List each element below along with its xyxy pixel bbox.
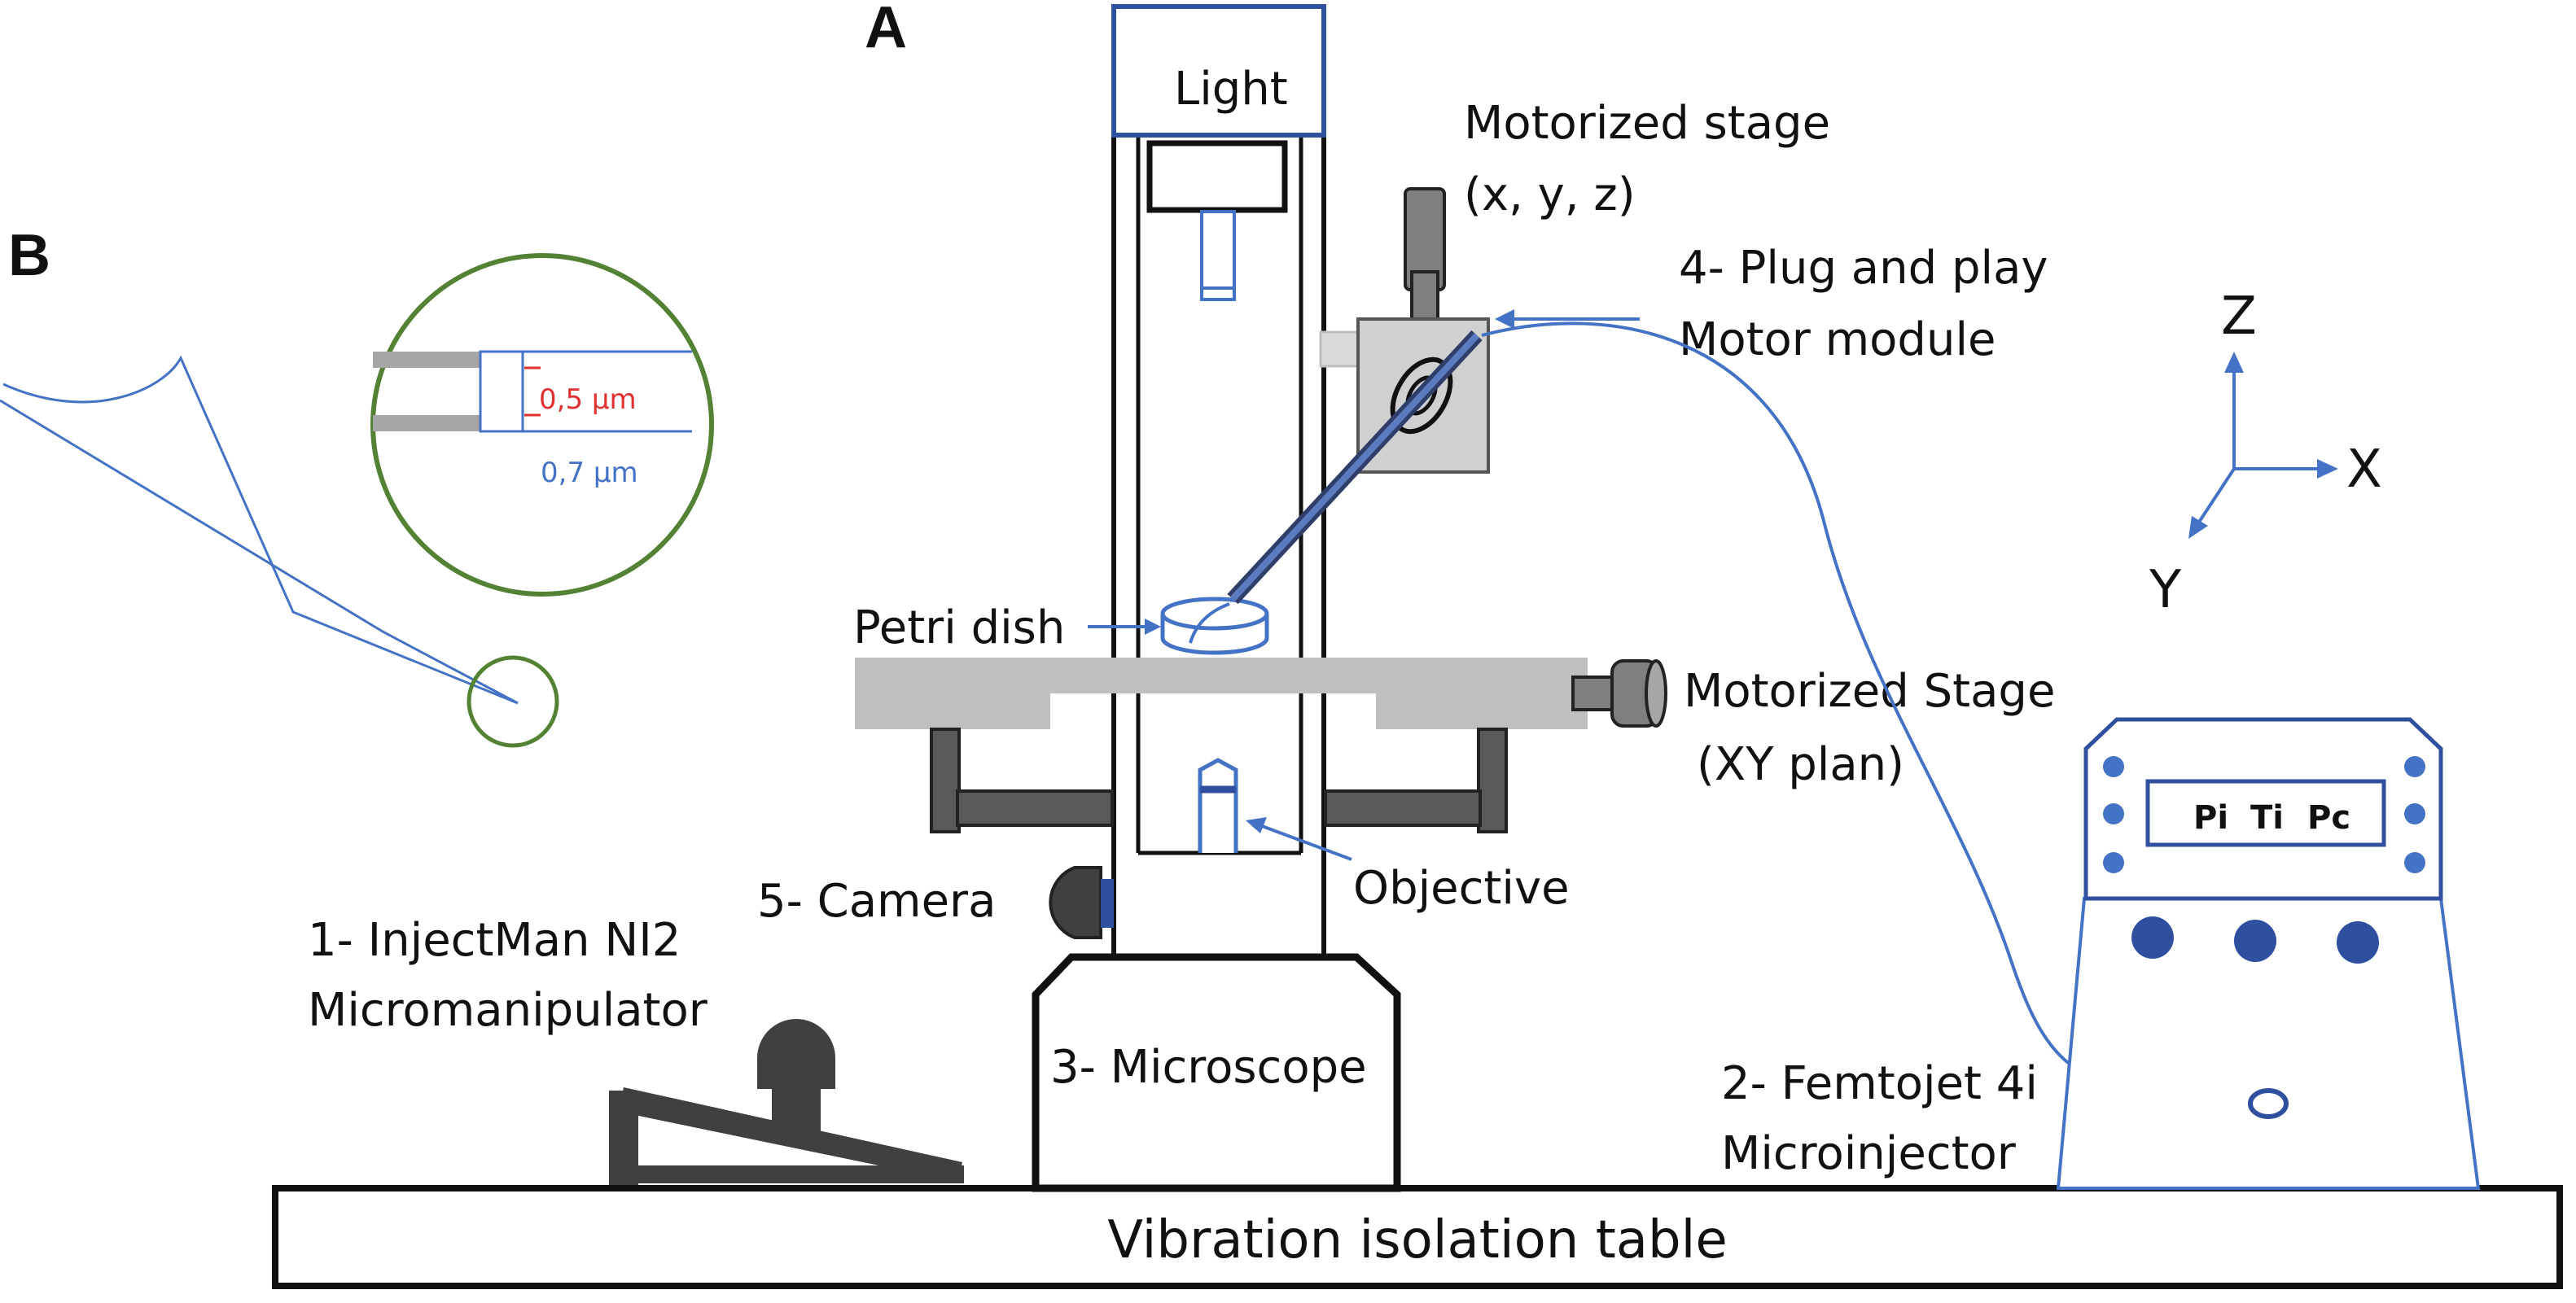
camera xyxy=(1049,866,1114,939)
tip-magnified-view xyxy=(370,253,714,597)
vibration-isolation-table: Vibration isolation table xyxy=(272,1185,2563,1289)
femtojet-label-1: 2- Femtojet 4i xyxy=(1721,1057,2038,1110)
microscope-label: 3- Microscope xyxy=(1050,1041,1367,1094)
xy-stage-plate xyxy=(855,658,1588,729)
condenser xyxy=(1146,140,1288,301)
injectman-label-1: 1- InjectMan NI2 xyxy=(308,914,681,967)
motorized-stage-z-label-2: (x, y, z) xyxy=(1464,168,1636,221)
objective-arrowhead xyxy=(1246,817,1267,833)
tip-outer-diameter: 0,7 µm xyxy=(541,457,638,489)
micropipette xyxy=(0,355,559,748)
femtojet-pi-label: Pi xyxy=(2193,799,2228,837)
objective-pointer xyxy=(1255,822,1352,861)
panel-a-letter: A xyxy=(865,0,907,60)
micromanipulator xyxy=(609,1019,964,1185)
femtojet-label-2: Microinjector xyxy=(1721,1127,2017,1180)
femtojet-ti-label: Ti xyxy=(2250,799,2284,837)
objective-label: Objective xyxy=(1353,862,1570,915)
plug-play-label-2: Motor module xyxy=(1679,313,1996,366)
axis-y-label: Y xyxy=(2149,560,2182,620)
plug-play-label-1: 4- Plug and play xyxy=(1679,242,2048,295)
axis-z-label: Z xyxy=(2221,286,2257,347)
light-housing: Light xyxy=(1111,4,1326,138)
femtojet-pc-label: Pc xyxy=(2307,799,2350,837)
panel-b-letter: B xyxy=(8,223,50,288)
petri-dish-arrowhead xyxy=(1145,619,1161,635)
camera-label: 5- Camera xyxy=(757,875,996,928)
axes-indicator xyxy=(2188,352,2338,539)
motorized-stage-xy-label-1: Motorized Stage xyxy=(1684,665,2055,718)
light-label: Light xyxy=(1174,63,1288,116)
stage-arm-right xyxy=(1324,728,1508,833)
tip-inner-diameter: 0,5 µm xyxy=(539,383,637,416)
motor-module xyxy=(1319,187,1490,474)
stage-arm-left xyxy=(930,728,1114,833)
femtojet-microinjector xyxy=(2056,717,2481,1190)
motorized-stage-xy-label-2: (XY plan) xyxy=(1697,738,1904,791)
petri-dish-label: Petri dish xyxy=(853,601,1065,654)
microscope-base: 3- Microscope xyxy=(1032,953,1401,1192)
stage-knob xyxy=(1571,659,1667,728)
axis-x-label: X xyxy=(2346,439,2382,500)
petri-dish xyxy=(1160,597,1269,655)
injectman-label-2: Micromanipulator xyxy=(308,984,708,1037)
objective xyxy=(1198,758,1238,853)
vibration-table-label: Vibration isolation table xyxy=(1107,1210,1728,1270)
motor-module-arrowhead xyxy=(1495,309,1514,329)
motorized-stage-z-label-1: Motorized stage xyxy=(1464,97,1830,150)
